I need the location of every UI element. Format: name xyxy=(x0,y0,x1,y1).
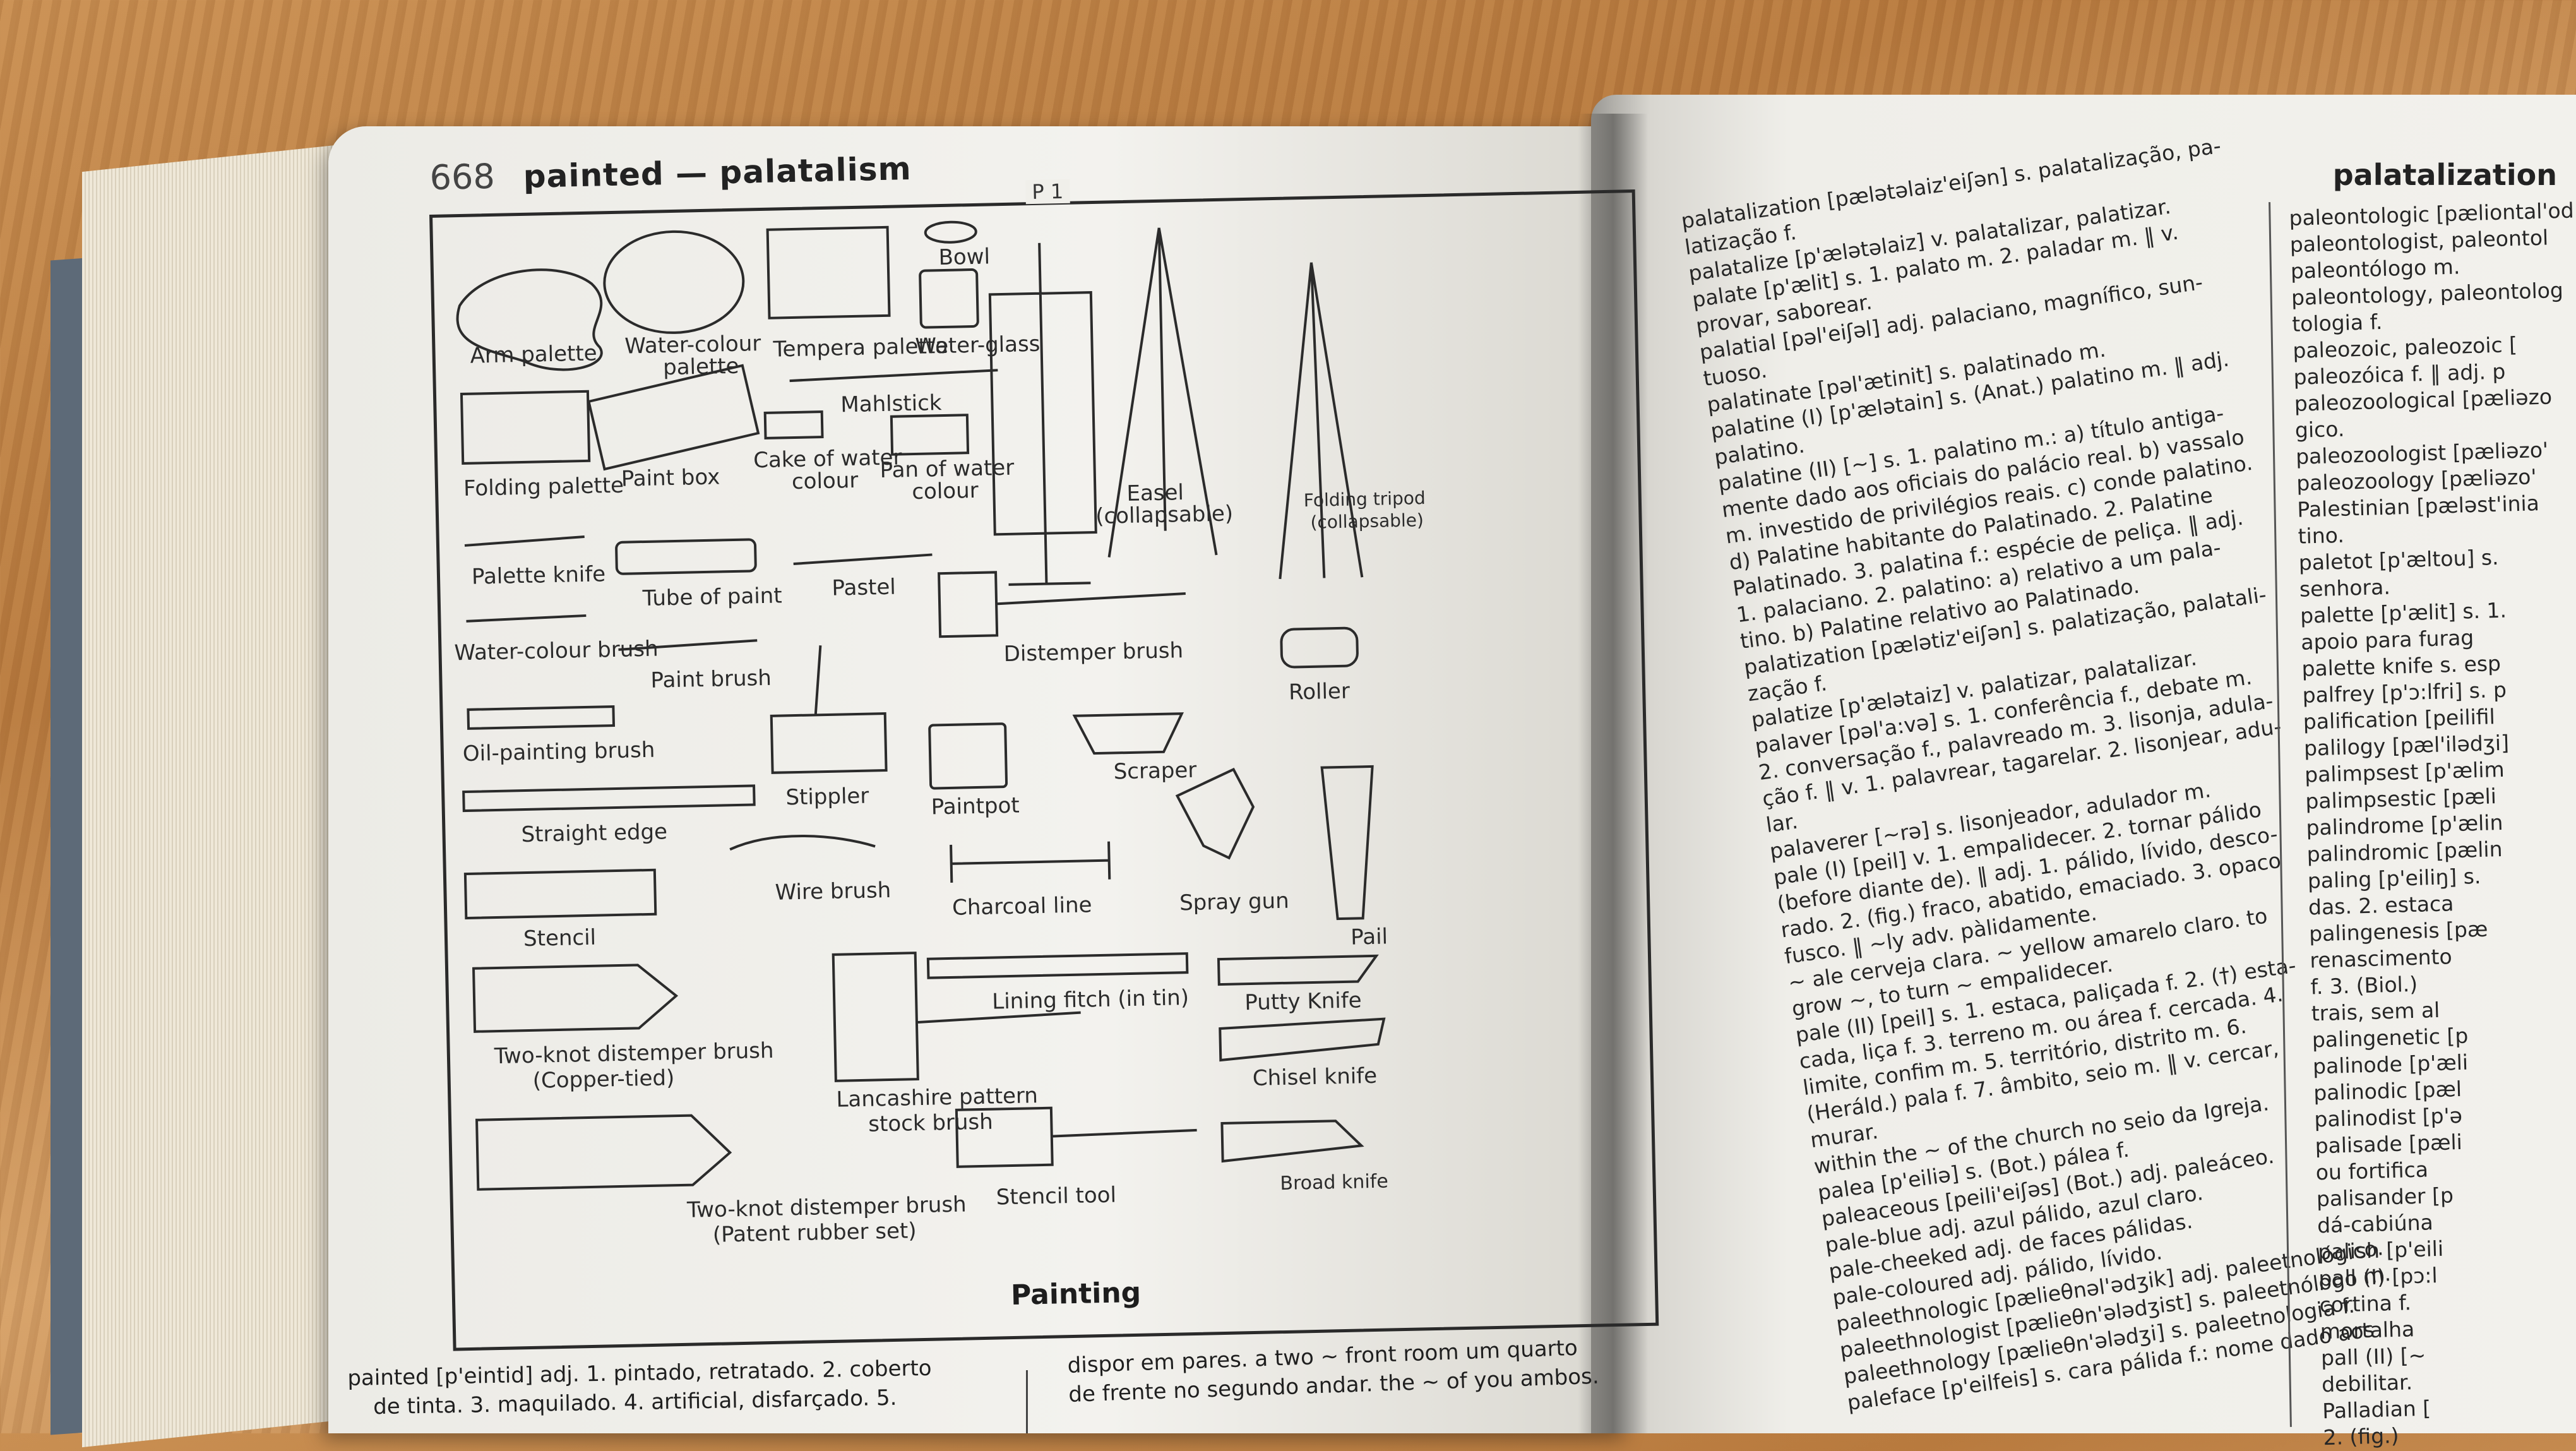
mahlstick-drawing xyxy=(789,369,998,383)
label-water-colour-brush: Water-colour brush xyxy=(454,636,659,666)
right-page xyxy=(1591,95,2576,1433)
label-lancashire-1: Lancashire pattern xyxy=(836,1083,1039,1113)
two-knot-rubber-drawing xyxy=(475,1114,732,1191)
folding-tripod-drawing xyxy=(1279,262,1364,580)
page-edges xyxy=(82,143,347,1448)
label-pail: Pail xyxy=(1350,924,1388,950)
tempera-palette-drawing xyxy=(766,225,891,319)
water-glass-drawing xyxy=(919,268,979,329)
right-running-head: palatalization xyxy=(2332,158,2557,192)
label-paint-box: Paint box xyxy=(621,464,720,492)
label-water-glass: Water-glass xyxy=(915,331,1041,359)
scraper-drawing xyxy=(1072,712,1184,755)
label-bowl: Bowl xyxy=(938,244,991,271)
water-colour-brush-drawing xyxy=(466,614,587,623)
label-scraper: Scraper xyxy=(1113,757,1197,785)
palette-knife-drawing xyxy=(464,535,585,547)
collapsable-easel-drawing xyxy=(1107,227,1218,558)
stencil-drawing xyxy=(463,868,657,920)
easel-drawing xyxy=(988,242,1097,586)
label-broad-knife: Broad knife xyxy=(1280,1170,1389,1195)
label-distemper-brush: Distemper brush xyxy=(1003,638,1184,667)
label-folding-palette: Folding palette xyxy=(463,472,624,501)
label-chisel-knife: Chisel knife xyxy=(1252,1063,1378,1091)
pastel-drawing xyxy=(793,553,933,566)
label-tube-of-paint: Tube of paint xyxy=(642,583,782,612)
spray-gun-drawing xyxy=(1175,767,1255,860)
paint-brush-drawing xyxy=(618,639,758,651)
left-page xyxy=(328,126,1629,1433)
label-mahlstick: Mahlstick xyxy=(840,390,942,418)
label-putty-knife: Putty Knife xyxy=(1244,988,1363,1016)
label-roller: Roller xyxy=(1288,678,1351,705)
column-rule xyxy=(1026,1370,1028,1433)
label-stippler: Stippler xyxy=(785,783,869,811)
cake-drawing xyxy=(763,410,824,439)
tools-illustration xyxy=(456,220,1386,1191)
folding-palette-drawing xyxy=(460,390,591,465)
water-colour-palette-drawing xyxy=(603,230,745,334)
tube-of-paint-drawing xyxy=(615,538,757,575)
plate-code: P 1 xyxy=(1025,179,1070,205)
paint-box-drawing xyxy=(587,364,760,471)
label-lancashire-2: stock brush xyxy=(868,1109,994,1137)
stencil-tool-drawing xyxy=(955,1106,1197,1168)
label-easel-2: (collapsable) xyxy=(1095,501,1234,530)
label-oil-painting-brush: Oil-painting brush xyxy=(462,737,655,767)
label-tripod-1: Folding tripod xyxy=(1303,487,1426,511)
label-lining-fitch: Lining fitch (in tin) xyxy=(991,985,1190,1015)
label-cake-2: colour xyxy=(791,467,859,495)
plate-title: Painting xyxy=(1010,1276,1142,1312)
label-stencil-tool: Stencil tool xyxy=(996,1182,1117,1210)
wire-brush-drawing xyxy=(729,835,876,851)
straight-edge-drawing xyxy=(462,784,756,813)
oil-brush-drawing xyxy=(467,705,616,730)
paintpot-drawing xyxy=(928,722,1008,790)
charcoal-line-drawing xyxy=(950,841,1111,883)
distemper-brush-drawing xyxy=(938,571,1186,638)
label-water-colour-palette-2: palette xyxy=(662,353,739,381)
label-arm-palette: Arm palette xyxy=(470,340,598,369)
lancashire-drawing xyxy=(832,952,1081,1082)
label-spray-gun: Spray gun xyxy=(1179,888,1290,916)
two-knot-copper-drawing xyxy=(472,964,679,1033)
label-pastel: Pastel xyxy=(832,574,897,601)
label-charcoal-line: Charcoal line xyxy=(951,892,1092,921)
stippler-drawing xyxy=(770,645,888,774)
label-tripod-2: (collapsable) xyxy=(1310,510,1424,533)
dictionary-column-2: paleontologic [pæliontal'od paleontologi… xyxy=(2289,197,2576,1451)
pan-drawing xyxy=(890,414,970,456)
label-wire-brush: Wire brush xyxy=(775,877,891,905)
book-gutter-shadow xyxy=(1578,114,1648,1433)
bowl-drawing xyxy=(924,220,977,244)
label-paint-brush: Paint brush xyxy=(650,665,772,693)
label-two-knot-rubber-2: (Patent rubber set) xyxy=(712,1218,917,1248)
broad-knife-drawing xyxy=(1220,1120,1364,1163)
page-number: 668 xyxy=(429,156,496,198)
running-head-words: painted — palatalism xyxy=(523,150,912,195)
label-stencil: Stencil xyxy=(523,924,597,952)
illustration-plate: P 1 xyxy=(429,179,1659,1351)
label-palette-knife: Palette knife xyxy=(471,561,606,590)
putty-knife-drawing xyxy=(1217,954,1379,986)
label-paintpot: Paintpot xyxy=(931,792,1020,820)
arm-palette-drawing xyxy=(456,268,603,371)
roller-drawing xyxy=(1280,626,1359,669)
label-straight-edge: Straight edge xyxy=(521,819,668,848)
chisel-knife-drawing xyxy=(1219,1017,1386,1062)
label-pan-2: colour xyxy=(911,477,979,505)
lining-fitch-drawing xyxy=(926,952,1189,979)
label-two-knot-copper-2: (Copper-tied) xyxy=(532,1065,675,1094)
pail-drawing xyxy=(1320,765,1374,921)
left-text-column-1: painted [p'eintid] adj. 1. pintado, retr… xyxy=(347,1352,1030,1422)
